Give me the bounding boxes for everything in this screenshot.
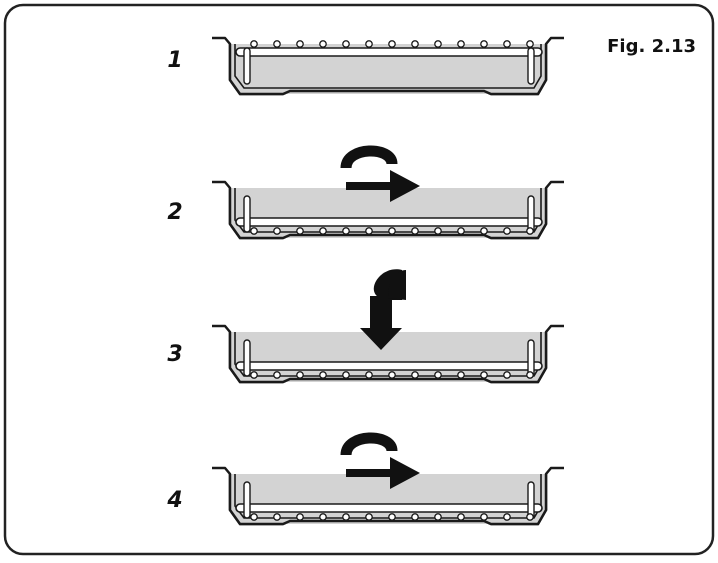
tray-hole xyxy=(296,40,304,48)
rack-leg xyxy=(527,195,535,233)
tray-edge xyxy=(228,44,548,96)
tray-hole xyxy=(365,513,373,521)
tray-hole xyxy=(434,513,442,521)
tray-step-1 xyxy=(212,36,564,96)
figure-border xyxy=(3,3,715,556)
tray-step-2 xyxy=(212,180,564,240)
tray-hole xyxy=(388,227,396,235)
tray-hole xyxy=(480,371,488,379)
tray-hole xyxy=(526,513,534,521)
tray-hole xyxy=(296,371,304,379)
tray-hole xyxy=(296,227,304,235)
curved-right-icon xyxy=(340,145,420,202)
curved-right-icon xyxy=(340,432,420,489)
figure-caption: Fig. 2.13 xyxy=(607,36,696,57)
tray-hole xyxy=(503,40,511,48)
tray-hole xyxy=(434,40,442,48)
tray-hole xyxy=(319,513,327,521)
tray-hole xyxy=(273,513,281,521)
tray-hole xyxy=(273,227,281,235)
tray-hole xyxy=(411,227,419,235)
tray-hole xyxy=(342,513,350,521)
tray-hole xyxy=(457,227,465,235)
rack-leg xyxy=(243,481,251,519)
rack-leg xyxy=(527,339,535,377)
tray-hole xyxy=(388,371,396,379)
rack-bar xyxy=(235,217,543,227)
tray-edge xyxy=(228,332,548,384)
rack-leg xyxy=(243,195,251,233)
rack-leg xyxy=(527,481,535,519)
tray-hole xyxy=(411,40,419,48)
rack-leg xyxy=(243,47,251,85)
tray-step-4 xyxy=(212,466,564,526)
step-4-label: 4 xyxy=(167,488,183,513)
tray-hole xyxy=(411,513,419,521)
tray-edge xyxy=(228,474,548,526)
tray-hole xyxy=(503,513,511,521)
step-1-label: 1 xyxy=(167,48,183,73)
rack-bar xyxy=(235,361,543,371)
curved-down-icon xyxy=(360,269,406,350)
tray-step-3 xyxy=(212,324,564,384)
tray-hole xyxy=(365,227,373,235)
tray-hole xyxy=(273,40,281,48)
tray-hole xyxy=(250,227,258,235)
rack-bar xyxy=(235,47,543,57)
tray-hole xyxy=(388,513,396,521)
tray-hole xyxy=(457,371,465,379)
tray-hole xyxy=(503,371,511,379)
tray-hole xyxy=(250,371,258,379)
step-3-label: 3 xyxy=(167,342,183,367)
rack-leg xyxy=(243,339,251,377)
step-2-label: 2 xyxy=(167,200,183,225)
tray-hole xyxy=(319,371,327,379)
tray-hole xyxy=(480,227,488,235)
tray-hole xyxy=(342,371,350,379)
tray-hole xyxy=(480,40,488,48)
tray-hole xyxy=(365,40,373,48)
tray-hole xyxy=(434,371,442,379)
tray-inner-wall xyxy=(234,44,542,89)
tray-hole xyxy=(526,371,534,379)
tray-hole xyxy=(273,371,281,379)
tray-hole xyxy=(457,40,465,48)
tray-hole xyxy=(434,227,442,235)
tray-hole xyxy=(411,371,419,379)
tray-hole xyxy=(365,371,373,379)
tray-hole xyxy=(319,40,327,48)
tray-hole xyxy=(526,40,534,48)
tray-hole xyxy=(480,513,488,521)
tray-hole xyxy=(296,513,304,521)
tray-edge xyxy=(228,188,548,240)
tray-hole xyxy=(457,513,465,521)
tray-hole xyxy=(250,513,258,521)
tray-hole xyxy=(388,40,396,48)
tray-hole xyxy=(526,227,534,235)
rack-leg xyxy=(527,47,535,85)
tray-hole xyxy=(319,227,327,235)
tray-hole xyxy=(342,227,350,235)
rack-bar xyxy=(235,503,543,513)
tray-hole xyxy=(250,40,258,48)
tray-hole xyxy=(342,40,350,48)
tray-hole xyxy=(503,227,511,235)
